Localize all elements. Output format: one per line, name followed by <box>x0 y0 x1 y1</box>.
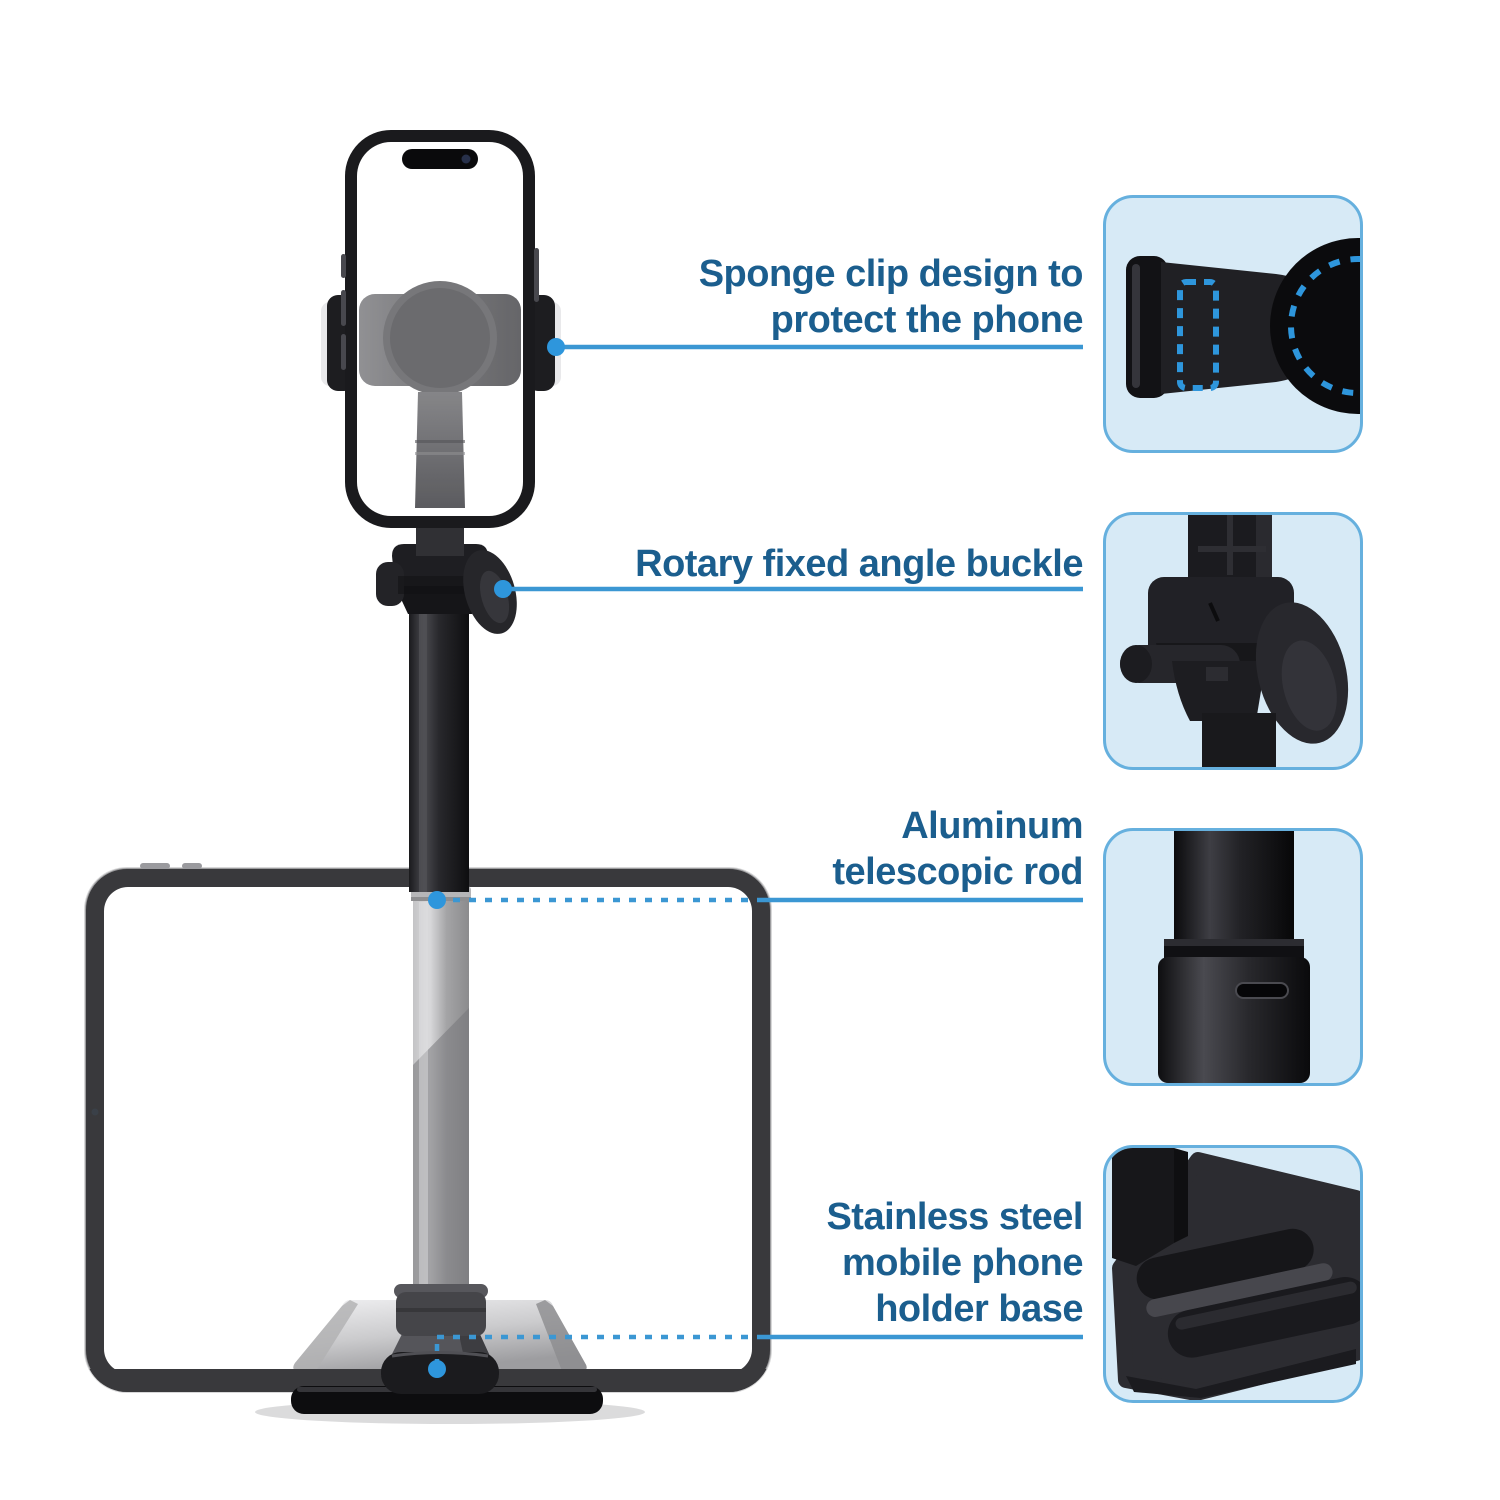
leader-telescopic-rod <box>428 891 1083 909</box>
holder-base-photo <box>1112 1148 1360 1400</box>
sponge-clip-photo <box>1126 238 1360 414</box>
label-holder-base: Stainless steel mobile phone holder base <box>826 1194 1083 1332</box>
callout-rotary-buckle <box>1103 512 1363 770</box>
label-line: mobile phone <box>842 1242 1083 1284</box>
base-foot-closeup <box>1167 1277 1360 1358</box>
phone-camera-icon <box>461 154 471 164</box>
dashed-rect-highlight <box>1177 279 1219 391</box>
callout-sponge-clip <box>1103 195 1363 453</box>
label-telescopic-rod: Aluminum telescopic rod <box>832 803 1083 895</box>
tablet-volume-button <box>140 863 170 869</box>
label-line: Aluminum <box>901 805 1083 847</box>
leader-holder-base <box>428 1334 1083 1378</box>
tablet-power-button <box>182 863 202 869</box>
label-sponge-clip: Sponge clip design to protect the phone <box>698 251 1084 343</box>
rod-slot <box>1235 982 1289 999</box>
base-plate-left-edge <box>293 1300 358 1371</box>
buckle-knob-closeup <box>1255 602 1349 744</box>
leader-dot <box>547 338 565 356</box>
callout-telescopic-rod <box>1103 828 1363 1086</box>
base-plate-right-edge <box>536 1300 587 1371</box>
leader-dot <box>494 580 512 598</box>
leader-rotary-buckle <box>494 580 1083 598</box>
telescopic-rod-photo <box>1158 831 1310 1083</box>
leader-dot <box>428 891 446 909</box>
rotary-buckle-photo <box>1120 515 1349 767</box>
buckle-left-cap <box>376 562 404 606</box>
dynamic-island <box>402 149 478 169</box>
label-line: Stainless steel <box>826 1196 1083 1238</box>
label-line: Sponge clip design to <box>698 253 1084 295</box>
label-line: holder base <box>875 1288 1083 1330</box>
tablet-camera-icon <box>91 1108 99 1116</box>
leader-dot <box>428 1360 446 1378</box>
dashed-circle-highlight <box>1288 256 1360 396</box>
base-front-edge <box>291 1386 603 1414</box>
telescopic-rod-lower <box>411 886 471 1292</box>
label-rotary-buckle: Rotary fixed angle buckle <box>635 541 1083 587</box>
telescopic-rod-upper <box>409 600 469 892</box>
clip-holder-behind-screen <box>359 281 521 508</box>
label-line: Rotary fixed angle buckle <box>635 543 1083 585</box>
leader-sponge-clip <box>547 338 1083 356</box>
label-line: protect the phone <box>770 299 1084 341</box>
label-line: telescopic rod <box>832 851 1083 893</box>
callout-holder-base <box>1103 1145 1363 1403</box>
